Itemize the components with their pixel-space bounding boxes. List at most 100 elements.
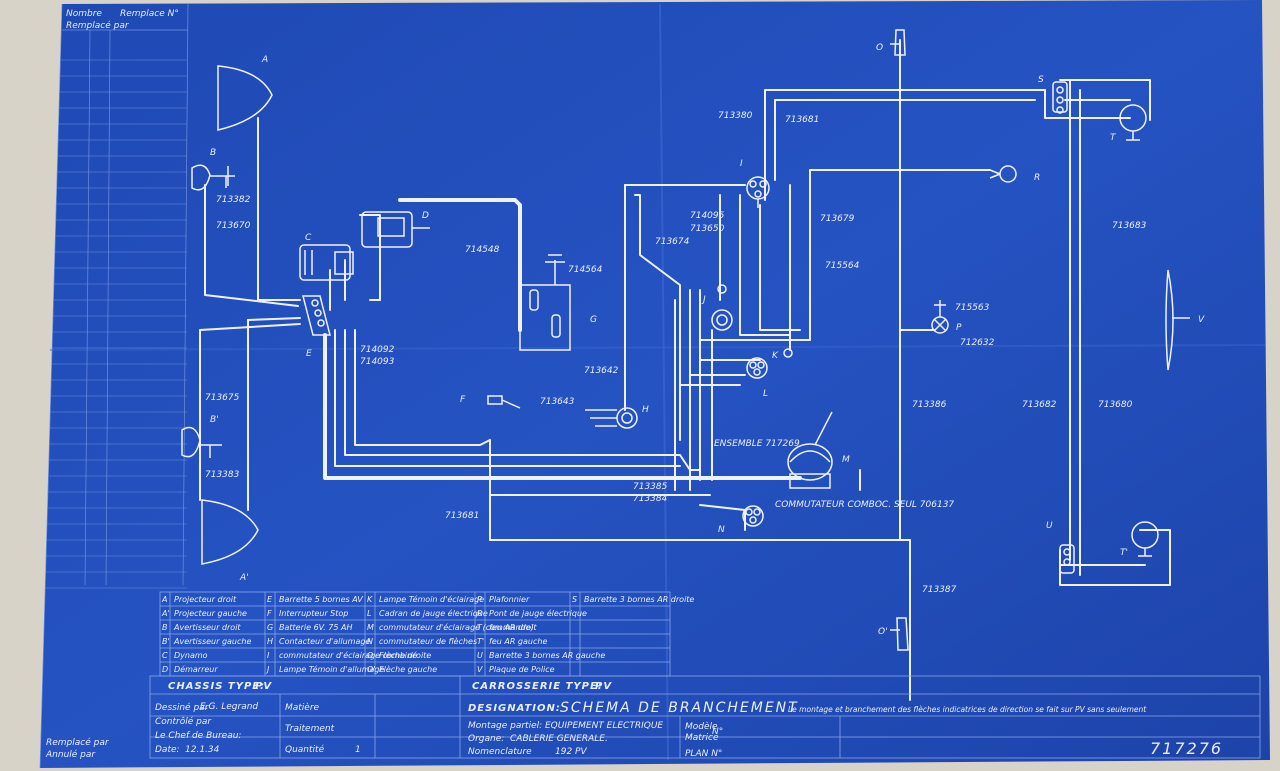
light-switch-symbol: [746, 357, 768, 379]
label-E: E: [306, 349, 312, 359]
legend-description: Lampe Témoin d'éclairage: [379, 594, 484, 604]
strip-top-label-2: Remplace N°: [120, 9, 179, 19]
cable-references: 713382 713670 713675 713383 714548 71456…: [205, 111, 1147, 595]
ref-713384: 713384: [633, 494, 668, 504]
ref-714548: 714548: [465, 245, 500, 255]
chassis-type-label: CHASSIS TYPE:: [168, 681, 265, 692]
legend-description: Flèche droite: [379, 650, 431, 660]
blueprint-paper: [40, 0, 1270, 768]
legend-key: F: [267, 609, 272, 618]
ref-714564: 714564: [568, 265, 603, 275]
component-labels: A B C D E F G H I J K L M N O O' P R S T…: [210, 43, 1205, 637]
terminal-block-rear-left-symbol: [1059, 544, 1075, 574]
legend-key: C: [162, 651, 168, 660]
fuel-gauge-symbol: [711, 309, 733, 331]
label-O1: O': [878, 627, 888, 637]
label-B1: B': [210, 415, 219, 425]
designation-value: SCHEMA DE BRANCHEMENT: [560, 700, 799, 716]
flasher-left-symbol: [896, 617, 909, 651]
legend-key: B: [162, 623, 168, 632]
nomenclature-label: Nomenclature: [468, 747, 532, 757]
legend-description: Batterie 6V. 75 AH: [279, 623, 353, 632]
legend-description: Barrette 3 bornes AR droite: [584, 595, 694, 604]
legend-key: V: [477, 665, 483, 674]
legend-description: Lampe Témoin d'allumage: [279, 664, 385, 674]
headlight-commutator-symbol: [787, 443, 833, 481]
plan-number-label: PLAN N°: [685, 749, 722, 759]
model-label: Modèle: [685, 721, 718, 732]
ref-713675: 713675: [205, 393, 240, 403]
label-N: N: [718, 525, 725, 535]
ref-715563: 715563: [955, 303, 990, 313]
carrosserie-type-value: PV: [595, 681, 612, 692]
label-I: I: [740, 159, 743, 169]
organ-value: CABLERIE GENERALE.: [510, 734, 608, 744]
label-P: P: [956, 323, 962, 333]
legend-key: M: [367, 623, 374, 632]
ref-714093: 714093: [360, 357, 395, 367]
model-number-label: N°: [712, 727, 723, 737]
legend-key: E: [267, 595, 273, 604]
legend-description: Cadran de jauge électrique: [379, 608, 488, 618]
legend-description: Flèche gauche: [379, 664, 437, 674]
ref-715564: 715564: [825, 261, 860, 271]
strip-top-label-3: Remplacé par: [66, 20, 130, 31]
legend-description: Avertisseur gauche: [173, 637, 251, 646]
drawn-by-value: E.G. Legrand: [200, 702, 258, 712]
label-G: G: [590, 315, 597, 325]
legend-description: Contacteur d'allumage: [279, 637, 370, 646]
plan-number-value: 717276: [1150, 739, 1223, 758]
ref-713670: 713670: [216, 221, 251, 231]
legend-key: G: [267, 623, 273, 632]
ref-713380: 713380: [718, 111, 753, 121]
label-T1: T': [1120, 548, 1128, 558]
legend-description: commutateur d'éclairage combiné: [279, 650, 417, 660]
nomenclature-value: 192 PV: [555, 747, 587, 757]
organ-label: Organe:: [468, 734, 504, 744]
carrosserie-type-label: CARROSSERIE TYPE:: [472, 681, 603, 692]
designation-label: DESIGNATION:: [468, 703, 561, 714]
quantity-label: Quantité: [285, 744, 325, 755]
ref-713382: 713382: [216, 195, 251, 205]
flasher-right-symbol: [894, 29, 906, 56]
dynamo-symbol: [299, 244, 351, 281]
legend-description: feu AR droit: [489, 623, 537, 632]
lighting-warning-lamp-symbol: [783, 348, 793, 358]
designation-note: Le montage et branchement des flèches in…: [788, 705, 1147, 714]
legend-key: P: [477, 595, 482, 604]
label-B: B: [210, 148, 216, 158]
legend-key: B': [162, 637, 170, 646]
legend-key: K: [367, 595, 373, 604]
horn-right-symbol: [191, 164, 211, 191]
label-H: H: [642, 405, 649, 415]
label-C: C: [305, 233, 312, 243]
headlamp-left-symbol: [201, 499, 259, 565]
label-K: K: [772, 351, 779, 361]
label-M: M: [842, 455, 850, 465]
die-label: Matrice: [685, 733, 719, 743]
legend-table-grid: [159, 591, 671, 677]
ensemble-note: ENSEMBLE 717269: [714, 439, 800, 449]
legend-description: Avertisseur droit: [173, 623, 241, 632]
legend-key: A: [161, 595, 167, 604]
ref-713679: 713679: [820, 214, 855, 224]
head-of-office-label: Le Chef de Bureau:: [155, 731, 241, 741]
date-value: 12.1.34: [185, 745, 220, 755]
battery-symbol: [519, 284, 571, 351]
ref-713683: 713683: [1112, 221, 1147, 231]
legend-key: N: [367, 637, 373, 646]
ref-713682: 713682: [1022, 400, 1057, 410]
label-L: L: [763, 389, 768, 399]
label-V: V: [1198, 315, 1205, 325]
legend-key: S: [572, 595, 577, 604]
number-plate-light-symbol: [1165, 269, 1174, 371]
ref-713387: 713387: [922, 585, 957, 595]
label-J: J: [701, 295, 706, 305]
ref-713681b: 713681: [445, 511, 479, 521]
legend-key: H: [267, 637, 273, 646]
terminal-block-rear-right-symbol: [1052, 81, 1068, 113]
terminal-block-front-symbol: [302, 295, 331, 336]
legend-description: Dynamo: [174, 651, 208, 660]
ref-713643: 713643: [540, 397, 575, 407]
